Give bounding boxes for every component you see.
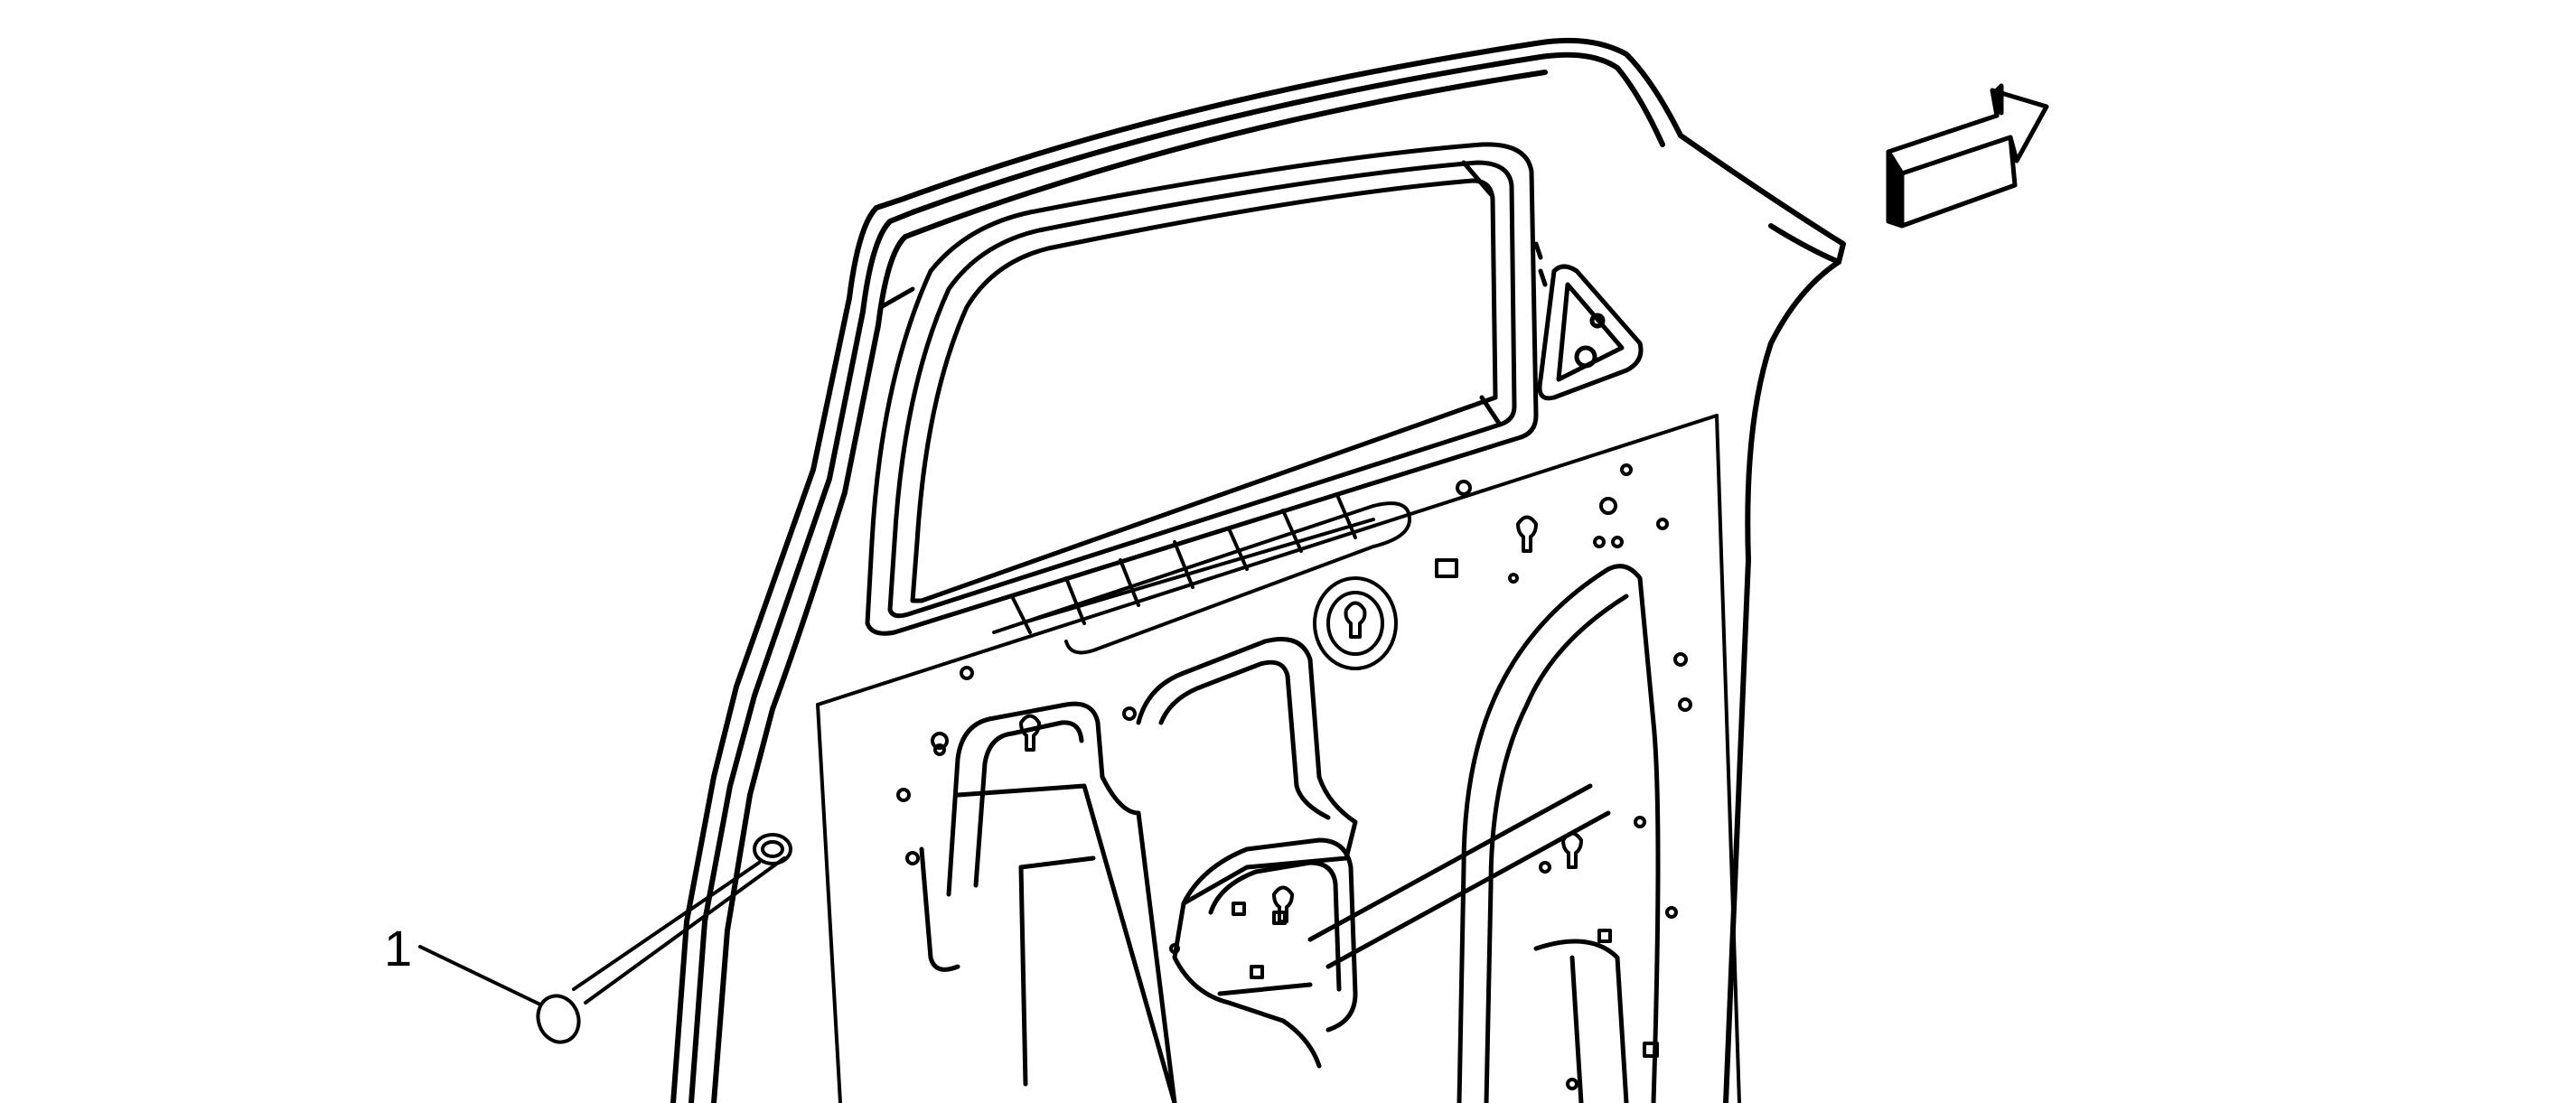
regulator-access-opening xyxy=(1136,637,1358,1069)
callout-label-1: 1 xyxy=(384,920,413,977)
door-drain-hole-plug xyxy=(753,833,792,865)
mounting-holes xyxy=(896,463,1692,1090)
lower-access-opening xyxy=(919,701,1177,1103)
door-outer-frame xyxy=(670,37,1846,1103)
window-opening xyxy=(865,142,1539,636)
forward-arrow-icon xyxy=(1886,83,2049,229)
mirror-mount-bracket xyxy=(1533,241,1644,401)
keyhole-slots xyxy=(1019,515,1583,923)
belt-line-reinforcement xyxy=(992,493,1411,655)
inner-panel-structure xyxy=(816,414,1741,1103)
callout-leader xyxy=(418,856,786,1044)
right-panel-stamping xyxy=(1307,564,1661,1103)
speaker-mount-boss xyxy=(1313,576,1398,670)
